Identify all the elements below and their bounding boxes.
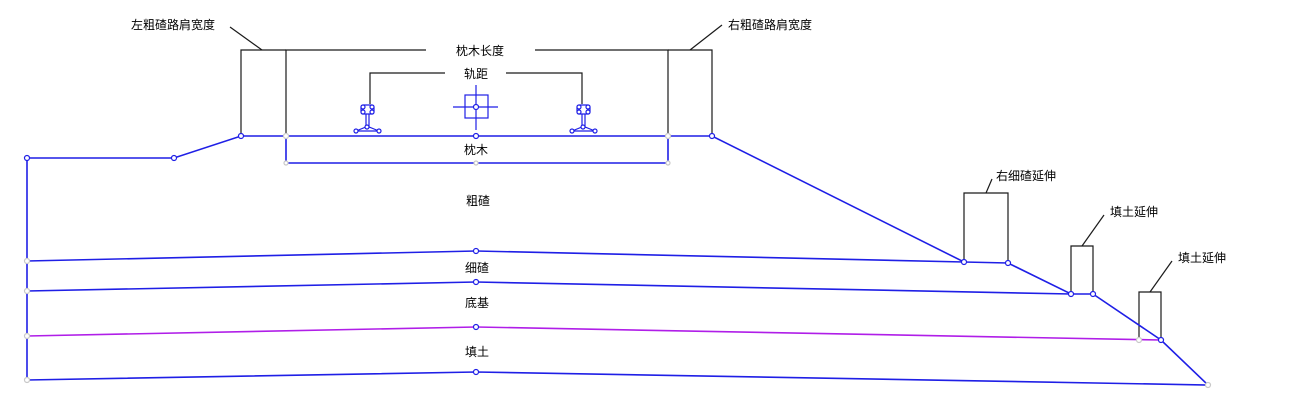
vertex-node[interactable] [664, 132, 672, 140]
vertex-node[interactable] [283, 160, 289, 166]
fill-soil-label: 填土 [465, 345, 489, 359]
subgrade-base-label: 底基 [465, 295, 489, 310]
fill-top-edge-right [475, 326, 1162, 341]
track-gauge-label: 轨距 [464, 67, 488, 81]
vertex-node[interactable] [1004, 259, 1012, 267]
sleeper-label: 枕木 [464, 142, 488, 157]
vertex-node[interactable] [960, 258, 968, 266]
vertex-node[interactable] [472, 132, 480, 140]
vertex-nodes [23, 132, 1212, 389]
right-rail-icon [569, 104, 598, 134]
fill-top-edge [26, 326, 477, 337]
subgrade-top-edge-right [475, 281, 1072, 295]
right-shoulder-width-label: 右粗碴路肩宽度 [728, 17, 812, 32]
fine-ballast-top-edge [26, 250, 477, 262]
fine-ballast-top-edge-right [475, 250, 965, 263]
vertex-node[interactable] [23, 287, 31, 295]
dimension-left-shoulder [229, 26, 286, 136]
vertex-node[interactable] [708, 132, 716, 140]
dimension-right-shoulder [668, 24, 723, 136]
vertex-node[interactable] [472, 368, 480, 376]
vertex-node[interactable] [1135, 336, 1143, 344]
left-shoulder-width-label: 左粗碴路肩宽度 [131, 17, 215, 32]
vertex-node[interactable] [23, 332, 31, 340]
vertex-node[interactable] [23, 376, 31, 384]
track-center-marker [453, 85, 498, 130]
vertex-node[interactable] [1089, 290, 1097, 298]
vertex-node[interactable] [23, 154, 31, 162]
vertex-node[interactable] [472, 323, 480, 331]
sleeper-length-label: 枕木长度 [456, 43, 504, 58]
vertex-node[interactable] [282, 132, 290, 140]
vertex-node[interactable] [472, 278, 480, 286]
dimension-sleeper-length [285, 49, 669, 136]
fill-extension-label-1: 填土延伸 [1110, 205, 1158, 219]
vertex-node[interactable] [1204, 381, 1212, 389]
vertex-node[interactable] [170, 154, 178, 162]
dimension-track-gauge [369, 72, 583, 104]
subgrade-top-edge [26, 281, 477, 292]
dimension-fill-extension-1 [1070, 214, 1105, 294]
vertex-node[interactable] [1067, 290, 1075, 298]
vertex-node[interactable] [23, 257, 31, 265]
vertex-node[interactable] [1157, 336, 1165, 344]
dimension-right-fine-ballast [963, 178, 1009, 263]
vertex-node[interactable] [237, 132, 245, 140]
dimension-fill-extension-2 [1138, 260, 1173, 340]
left-rail-icon [353, 104, 382, 134]
vertex-node[interactable] [472, 247, 480, 255]
vertex-node[interactable] [473, 160, 479, 166]
fine-ballast-label: 细碴 [465, 261, 489, 275]
fill-extension-label-2: 填土延伸 [1178, 251, 1226, 265]
coarse-ballast-label: 粗碴 [466, 194, 490, 208]
vertex-node[interactable] [665, 160, 671, 166]
right-fine-ballast-extension-label: 右细碴延伸 [996, 168, 1056, 183]
